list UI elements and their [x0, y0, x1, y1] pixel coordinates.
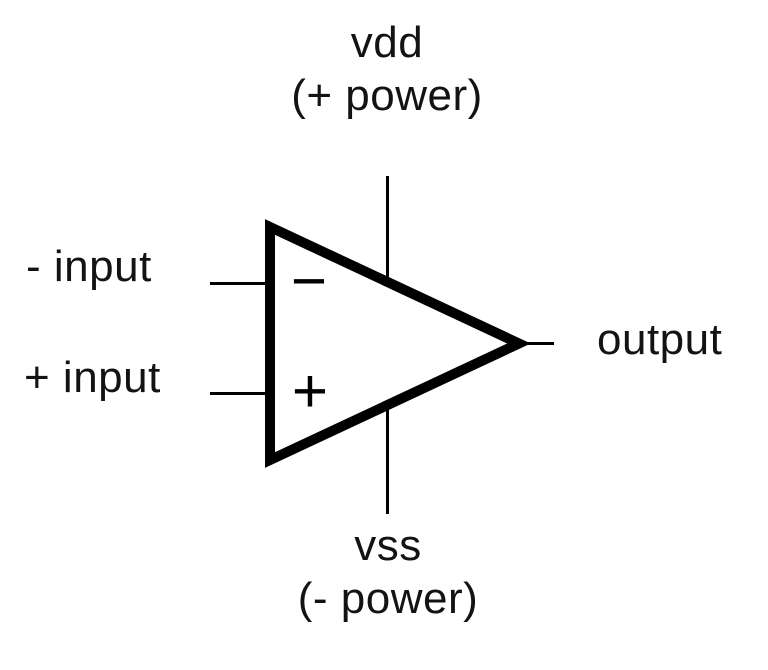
output-label: output [597, 315, 723, 364]
opamp-triangle [265, 219, 531, 468]
vss-label-group: vss (- power) [298, 519, 479, 625]
vdd-label: vdd [350, 18, 424, 67]
noninverting-input-label: + input [24, 353, 161, 402]
inverting-input-label: - input [26, 242, 152, 291]
noninverting-sign: + [291, 357, 329, 426]
vdd-label-group: vdd (+ power) [291, 16, 483, 122]
vss-label: vss [354, 521, 422, 570]
inverting-sign: − [290, 247, 328, 316]
vdd-description: (+ power) [291, 71, 483, 120]
vss-description: (- power) [297, 574, 479, 623]
